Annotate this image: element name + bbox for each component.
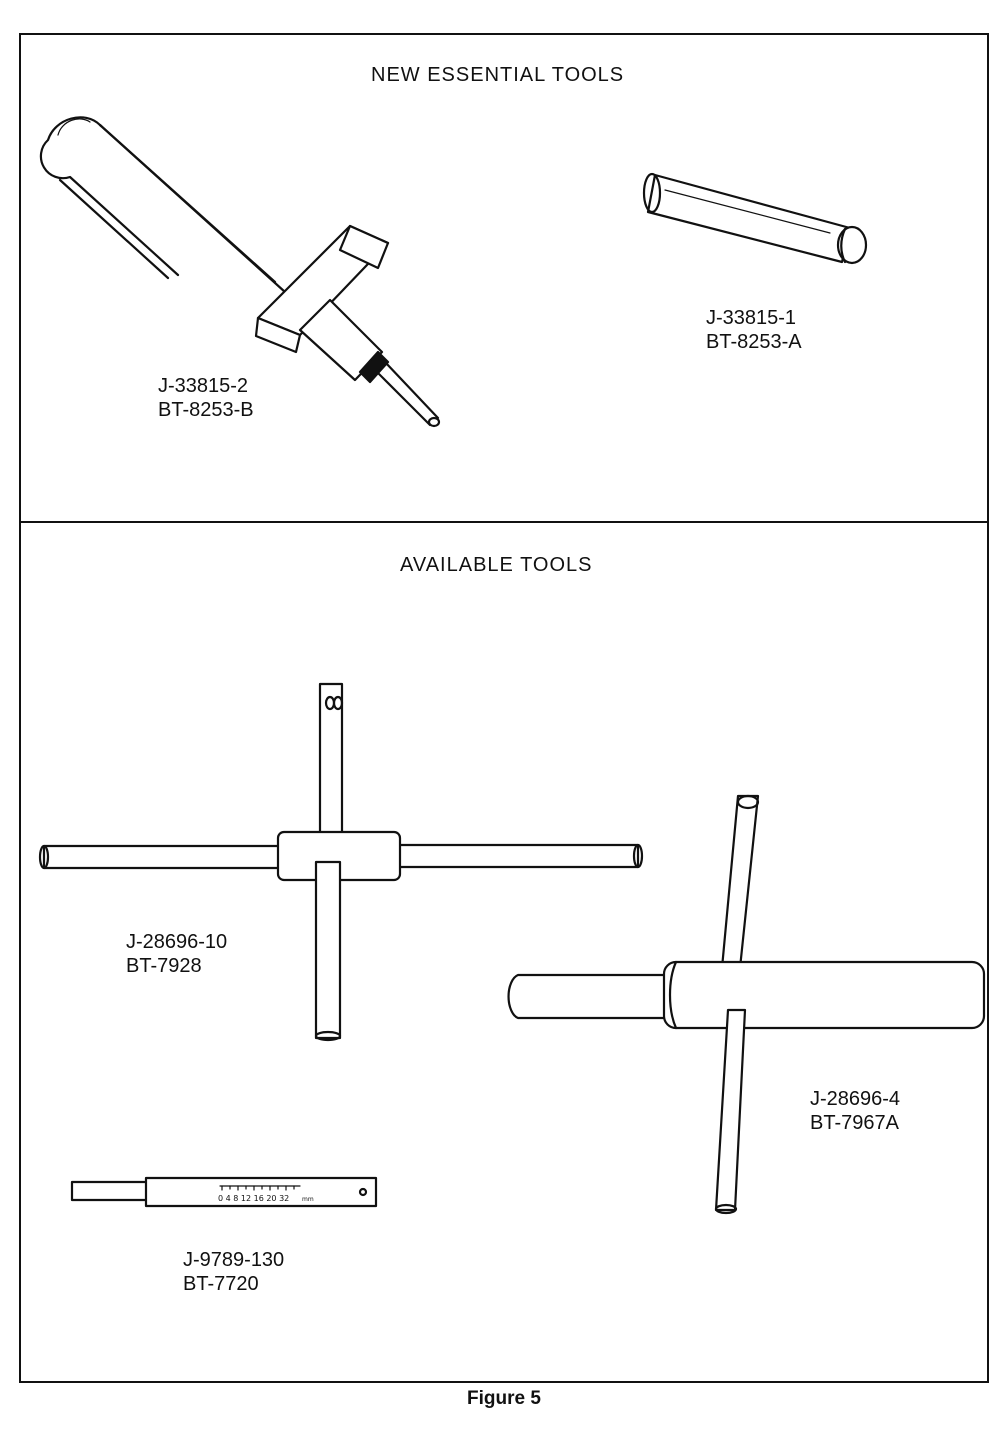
cross-wrench-large-label: J-28696-4 BT-7967A [810,1087,900,1135]
seal-installer-illustration [39,116,441,428]
cross-wrench-large-part-number: J-28696-4 [810,1088,901,1110]
available-tools-heading: AVAILABLE TOOLS [400,554,593,576]
seal-installer-alt-number: BT-8253-B [158,399,254,421]
gauge-part-number: J-9789-130 [183,1249,285,1271]
pin-alt-number: BT-8253-A [706,331,802,353]
gauge-label: J-9789-130 BT-7720 [183,1248,284,1296]
gauge-illustration: 0 4 8 12 16 20 32 mm [70,1176,378,1208]
gauge-alt-number: BT-7720 [183,1273,259,1295]
pin-part-number: J-33815-1 [706,307,797,329]
pin-illustration [642,172,868,265]
gauge-scale-text: 0 4 8 12 16 20 32 [218,1194,289,1203]
cross-wrench-large-alt-number: BT-7967A [810,1112,899,1134]
cross-wrench-small-alt-number: BT-7928 [126,955,202,977]
new-essential-tools-heading: NEW ESSENTIAL TOOLS [371,64,625,86]
cross-wrench-small-illustration [38,682,644,1042]
figure-caption: Figure 5 [467,1388,541,1409]
cross-wrench-small-part-number: J-28696-10 [126,931,228,953]
cross-wrench-small-label: J-28696-10 BT-7928 [126,930,227,978]
seal-installer-part-number: J-33815-2 [158,375,249,397]
pin-label: J-33815-1 BT-8253-A [706,306,802,354]
gauge-unit-text: mm [302,1196,314,1203]
figure-frame [19,33,989,1383]
cross-wrench-large-illustration [507,794,986,1215]
seal-installer-label: J-33815-2 BT-8253-B [158,374,254,422]
section-divider [19,521,989,523]
